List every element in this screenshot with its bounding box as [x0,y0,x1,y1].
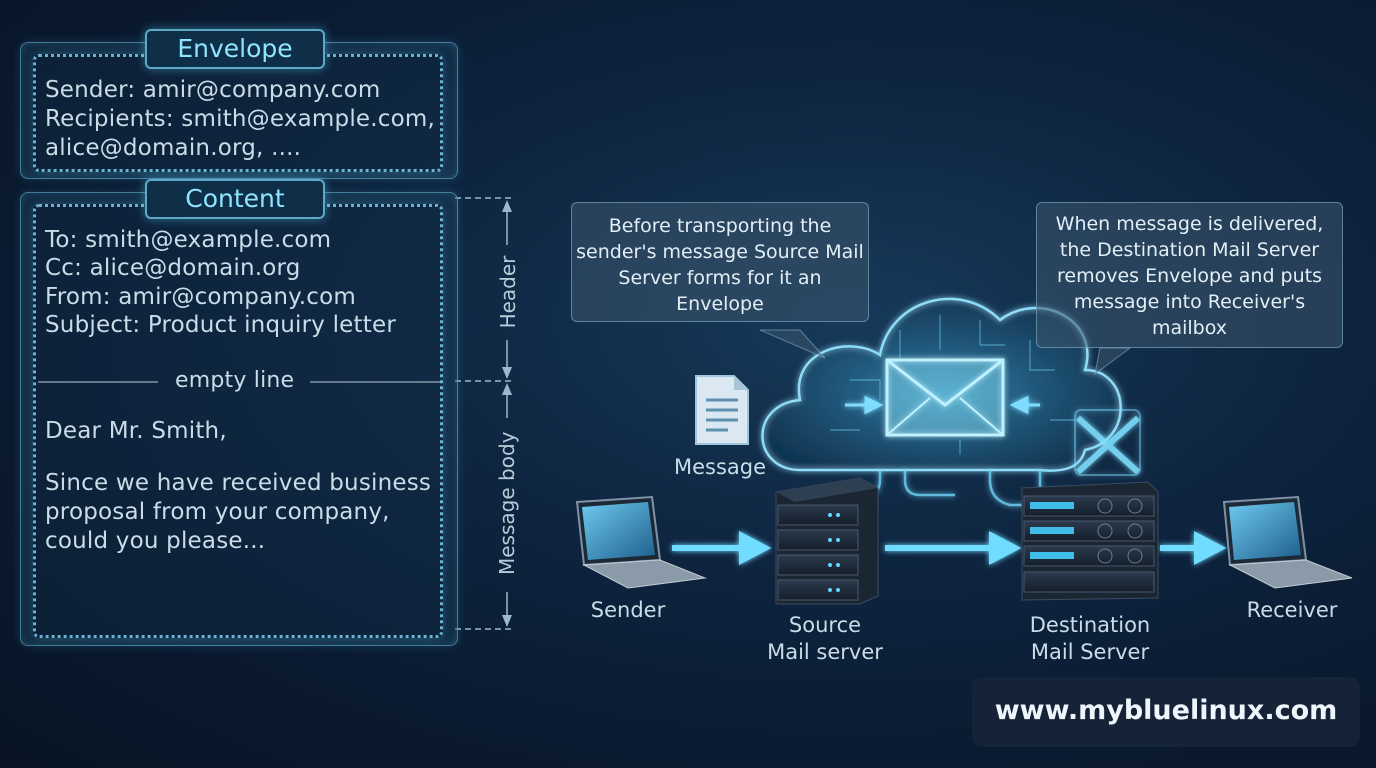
removed-envelope-icon [1074,409,1141,476]
header-line-subject: Subject: Product inquiry letter [45,312,396,338]
callout-source-envelope: Before transporting the sender's message… [571,202,869,322]
watermark-box: www.mybluelinux.com [972,677,1360,747]
body-line-1: Since we have received business [45,470,432,496]
separator-label: empty line [175,368,295,393]
source-server-label-2: Mail server [767,640,883,664]
envelope-line-recipients-cont: alice@domain.org, .... [45,135,302,161]
envelope-line-sender: Sender: amir@company.com [45,77,381,103]
document-icon [695,375,749,445]
watermark-text: www.mybluelinux.com [994,695,1338,726]
envelope-icon [885,358,1005,437]
message-body-bracket-label: Message body [495,431,519,575]
sender-label: Sender [590,598,666,622]
content-panel [20,192,458,646]
body-line-3: could you please... [45,528,266,554]
envelope-line-recipients: Recipients: smith@example.com, [45,106,436,132]
source-server-label-1: Source [788,613,862,637]
content-title: Content [145,179,325,219]
header-bracket-label: Header [496,255,520,329]
body-greeting: Dear Mr. Smith, [45,418,227,444]
destination-server-label-1: Destination [1029,613,1151,637]
header-line-to: To: smith@example.com [45,227,332,253]
sender-laptop-icon [575,495,707,589]
destination-server-label-2: Mail Server [1030,640,1150,664]
receiver-label: Receiver [1246,598,1338,622]
header-line-cc: Cc: alice@domain.org [45,255,301,281]
header-line-from: From: amir@company.com [45,284,356,310]
receiver-laptop-icon [1222,495,1353,589]
body-line-2: proposal from your company, [45,499,390,525]
message-label: Message [673,455,767,479]
destination-server-icon [1021,481,1159,601]
source-server-icon [775,477,879,605]
envelope-title: Envelope [145,29,325,69]
callout-destination-delivery: When message is delivered, the Destinati… [1036,202,1343,348]
